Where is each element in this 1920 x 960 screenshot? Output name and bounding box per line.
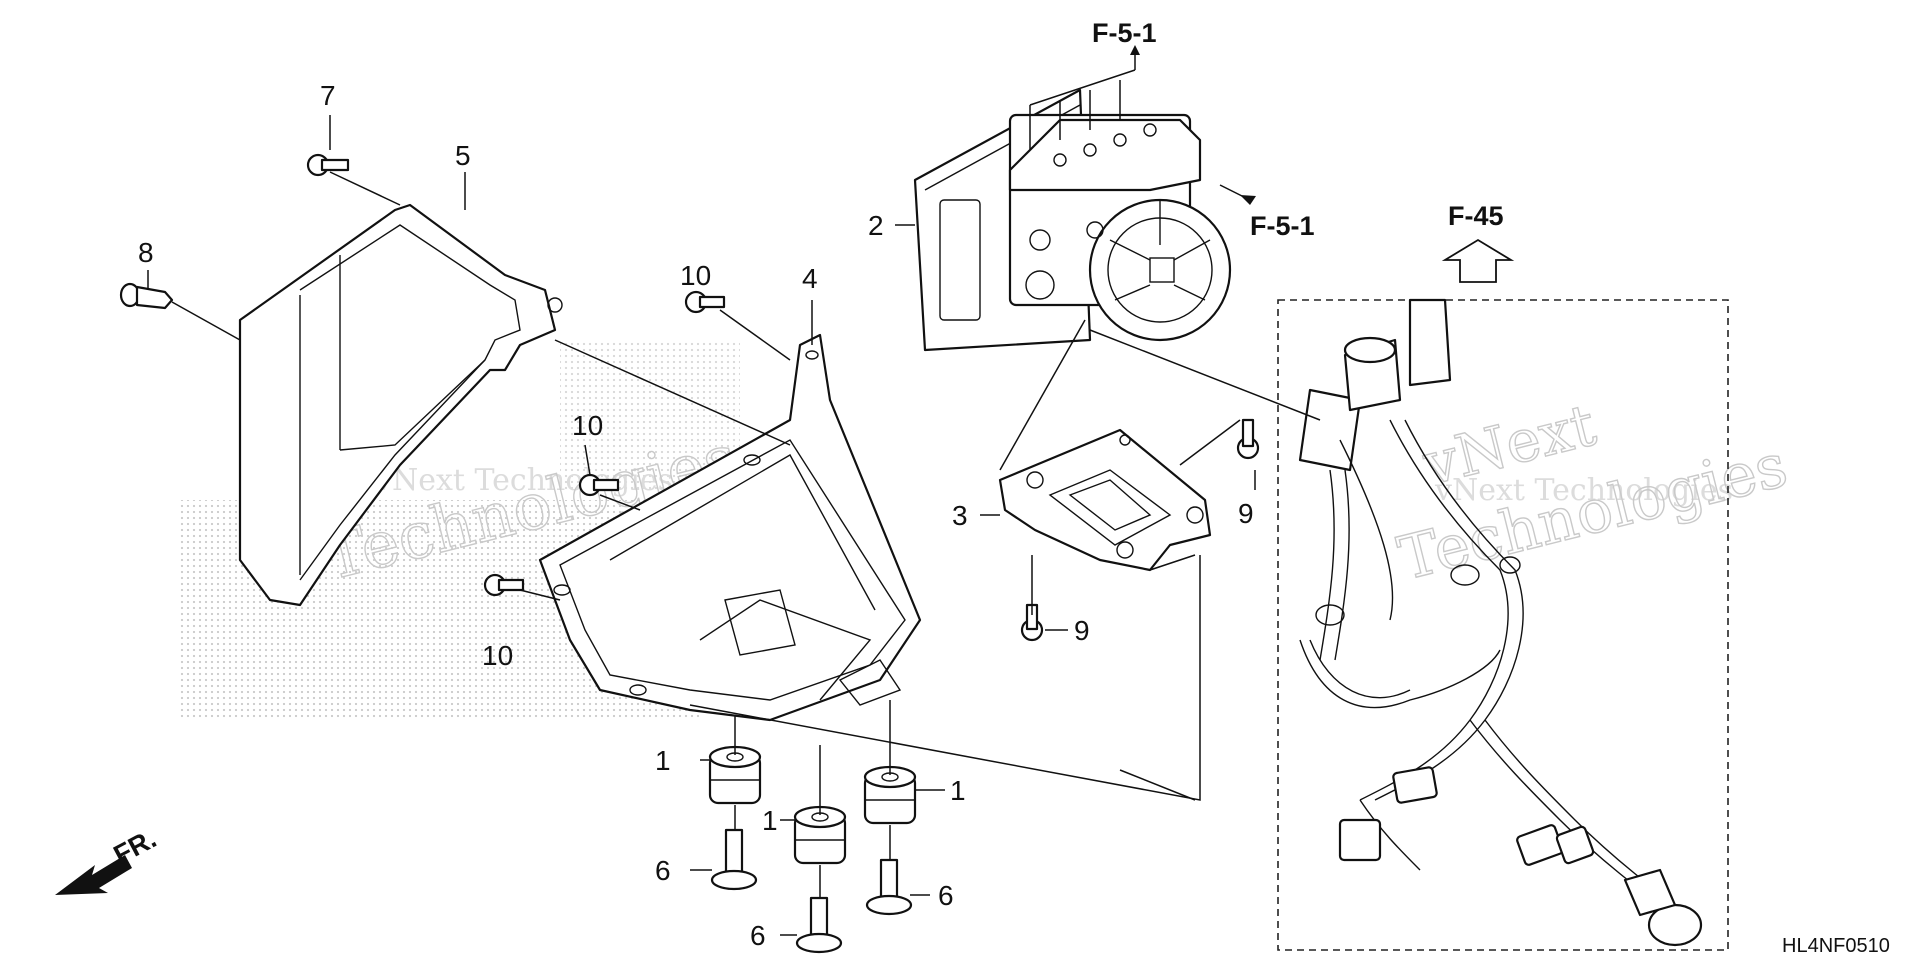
reference-labels: F-5-1 F-5-1 F-45 FR. HL4NF0510 [109, 18, 1890, 957]
part-bolt-10c [483, 573, 525, 597]
harness-dashed-box [1277, 299, 1729, 951]
part-bolt-9b [1020, 603, 1044, 642]
callout-9: 9 [1238, 498, 1254, 529]
callout-9: 9 [1074, 615, 1090, 646]
part-bolt-9a [1236, 418, 1260, 460]
part-grommet-group [708, 745, 917, 865]
part-bolt-group [119, 153, 1260, 642]
part-wire-harness [1298, 298, 1703, 947]
ref-label: F-45 [1448, 201, 1504, 231]
part-clip-8 [119, 282, 174, 310]
callout-3: 3 [952, 500, 968, 531]
callout-1: 1 [762, 805, 778, 836]
callout-6: 6 [655, 855, 671, 886]
part-cover-shield [238, 203, 563, 607]
callout-1: 1 [655, 745, 671, 776]
front-direction-arrow-icon [55, 855, 132, 895]
part-bolt-10a [684, 290, 726, 314]
callout-6: 6 [938, 880, 954, 911]
part-collar-bolt-group [710, 828, 913, 954]
part-grommet [863, 765, 917, 825]
callout-10: 10 [680, 260, 711, 291]
part-bolt-7 [306, 153, 350, 177]
part-bracket [538, 333, 922, 722]
callout-10: 10 [572, 410, 603, 441]
callout-8: 8 [138, 237, 154, 268]
part-abs-modulator [913, 88, 1232, 352]
callout-4: 4 [802, 263, 818, 294]
part-collar-bolt [795, 896, 843, 954]
callout-1: 1 [950, 775, 966, 806]
part-modulator-bracket [998, 428, 1212, 572]
ref-label: F-5-1 [1092, 18, 1157, 48]
part-grommet [793, 805, 847, 865]
part-collar-bolt [865, 858, 913, 916]
part-grommet [708, 745, 762, 805]
watermark-text: vNext Technologies [1434, 473, 1733, 508]
callout-numbers: 1 1 1 2 3 4 5 6 6 6 7 8 9 9 10 10 10 [138, 80, 1254, 951]
watermark-text: vNext Technologies [374, 463, 673, 498]
callout-2: 2 [868, 210, 884, 241]
callout-10: 10 [482, 640, 513, 671]
part-collar-bolt [710, 828, 758, 891]
callout-5: 5 [455, 140, 471, 171]
leader-lines [147, 45, 1321, 936]
callout-7: 7 [320, 80, 336, 111]
ref-label: F-5-1 [1250, 211, 1315, 241]
up-arrow-icon [1441, 238, 1515, 283]
diagram-code: HL4NF0510 [1782, 935, 1890, 957]
callout-6: 6 [750, 920, 766, 951]
